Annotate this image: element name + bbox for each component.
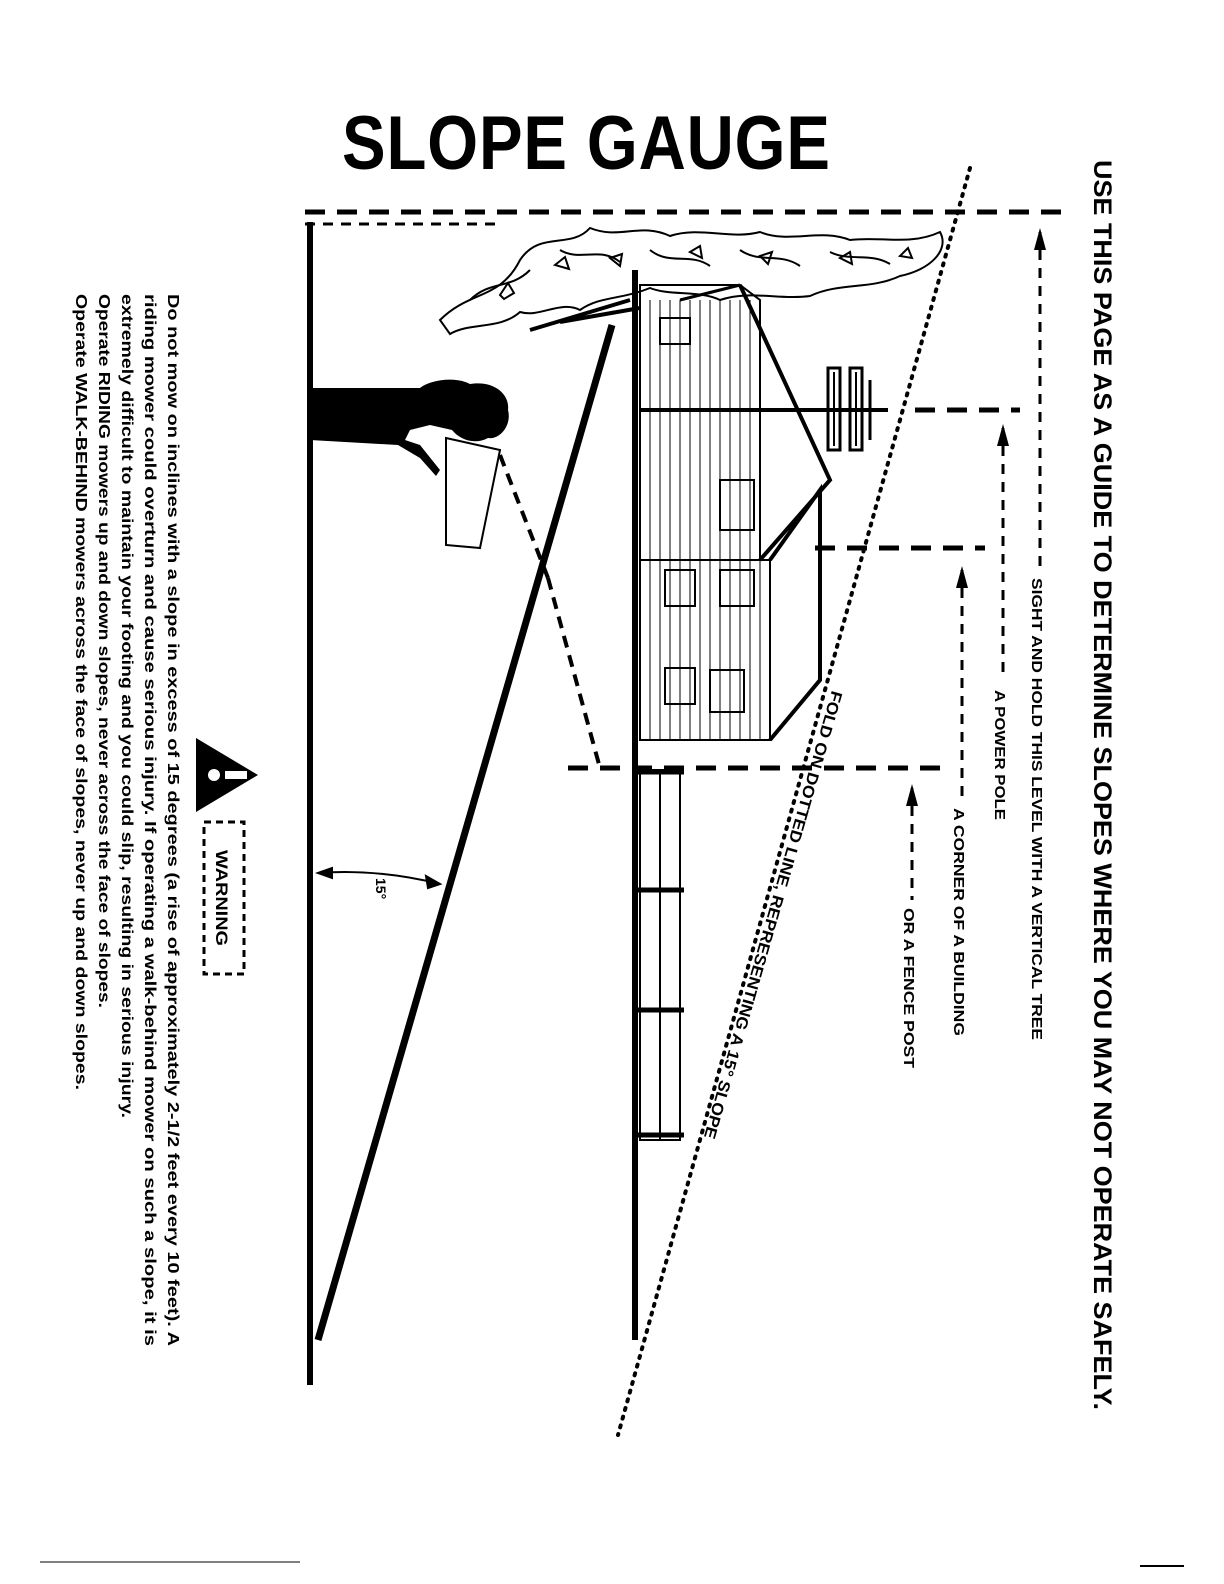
warning-line-1: Do not mow on inclines with a slope in e… (164, 294, 181, 1347)
sight-level-tree-label: SIGHT AND HOLD THIS LEVEL WITH A VERTICA… (1028, 578, 1045, 1040)
sight-line-lower (548, 578, 600, 768)
person-silhouette-icon (310, 380, 509, 548)
warning-badge: WARNING (204, 822, 244, 974)
sight-level-fence: OR A FENCE POST (900, 784, 918, 1068)
sight-level-fence-label: OR A FENCE POST (900, 908, 917, 1068)
power-pole-illustration (640, 368, 888, 450)
house-illustration (640, 285, 830, 740)
warning-triangle-icon (196, 738, 258, 812)
warning-text: Do not mow on inclines with a slope in e… (72, 294, 181, 1347)
warning-line-3: extremely difficult to maintain your foo… (118, 294, 135, 1118)
fence-illustration (636, 770, 684, 1140)
warning-line-4: Operate RIDING mowers up and down slopes… (95, 294, 112, 1008)
warning-line-2: riding mower could overturn and cause se… (141, 294, 158, 1346)
fold-label: FOLD ON DOTTED LINE, REPRESENTING A 15° … (700, 689, 845, 1141)
warning-label: WARNING (212, 850, 231, 946)
fold-dotted-line (618, 168, 970, 1435)
sight-level-building: A CORNER OF A BUILDING (950, 566, 968, 1036)
instruction-header: USE THIS PAGE AS A GUIDE TO DETERMINE SL… (1088, 160, 1116, 1410)
sight-level-tree: SIGHT AND HOLD THIS LEVEL WITH A VERTICA… (1028, 228, 1046, 1040)
tree-illustration (440, 228, 943, 334)
sight-level-building-label: A CORNER OF A BUILDING (950, 808, 967, 1036)
warning-line-5: Operate WALK-BEHIND mowers across the fa… (72, 294, 89, 1090)
angle-label: 15° (373, 878, 389, 899)
sight-level-power-pole-label: A POWER POLE (991, 690, 1008, 820)
sight-level-power-pole: A POWER POLE (991, 424, 1009, 820)
